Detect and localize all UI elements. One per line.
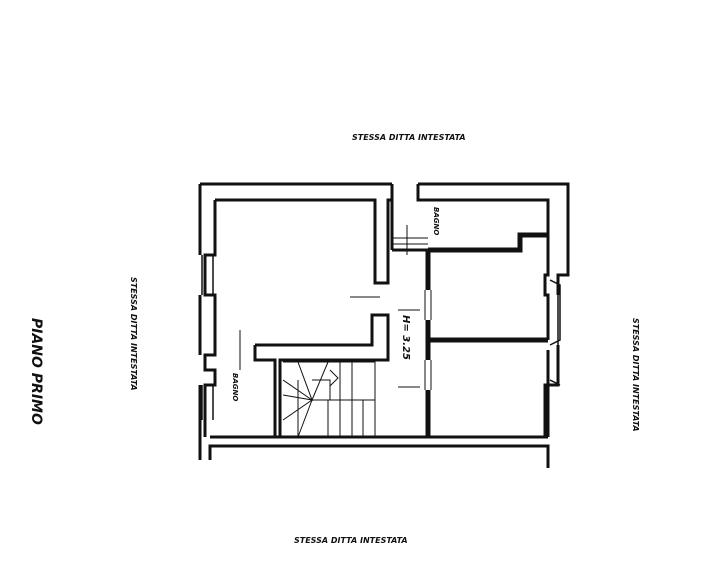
hall-wall	[390, 200, 428, 252]
neighbor-label-right: STESSA DITTA INTESTATA	[631, 318, 640, 432]
door-openings	[392, 237, 432, 390]
dim-ticks	[239, 225, 420, 388]
ceiling-height-label: H= 3.25	[400, 315, 411, 360]
floor-title: PIANO PRIMO	[28, 318, 44, 425]
room-label-bath-left: BAGNO	[231, 373, 239, 401]
walls	[198, 182, 570, 468]
outer-wall-top	[200, 182, 570, 235]
inner-wall-right	[543, 235, 550, 437]
stair-wall	[253, 313, 390, 437]
neighbor-label-top: STESSA DITTA INTESTATA	[352, 133, 466, 142]
stairs	[282, 361, 376, 438]
neighbor-label-left: STESSA DITTA INTESTATA	[129, 277, 138, 391]
window-left	[201, 255, 214, 420]
neighbor-wall-bottom	[208, 444, 550, 468]
outer-wall-right	[546, 235, 570, 437]
room-label-bath-top: BAGNO	[432, 207, 440, 235]
window-right	[549, 279, 561, 386]
inner-wall-top	[215, 184, 550, 285]
neighbor-label-bottom: STESSA DITTA INTESTATA	[294, 536, 408, 545]
bath-thick-wall	[428, 232, 548, 253]
